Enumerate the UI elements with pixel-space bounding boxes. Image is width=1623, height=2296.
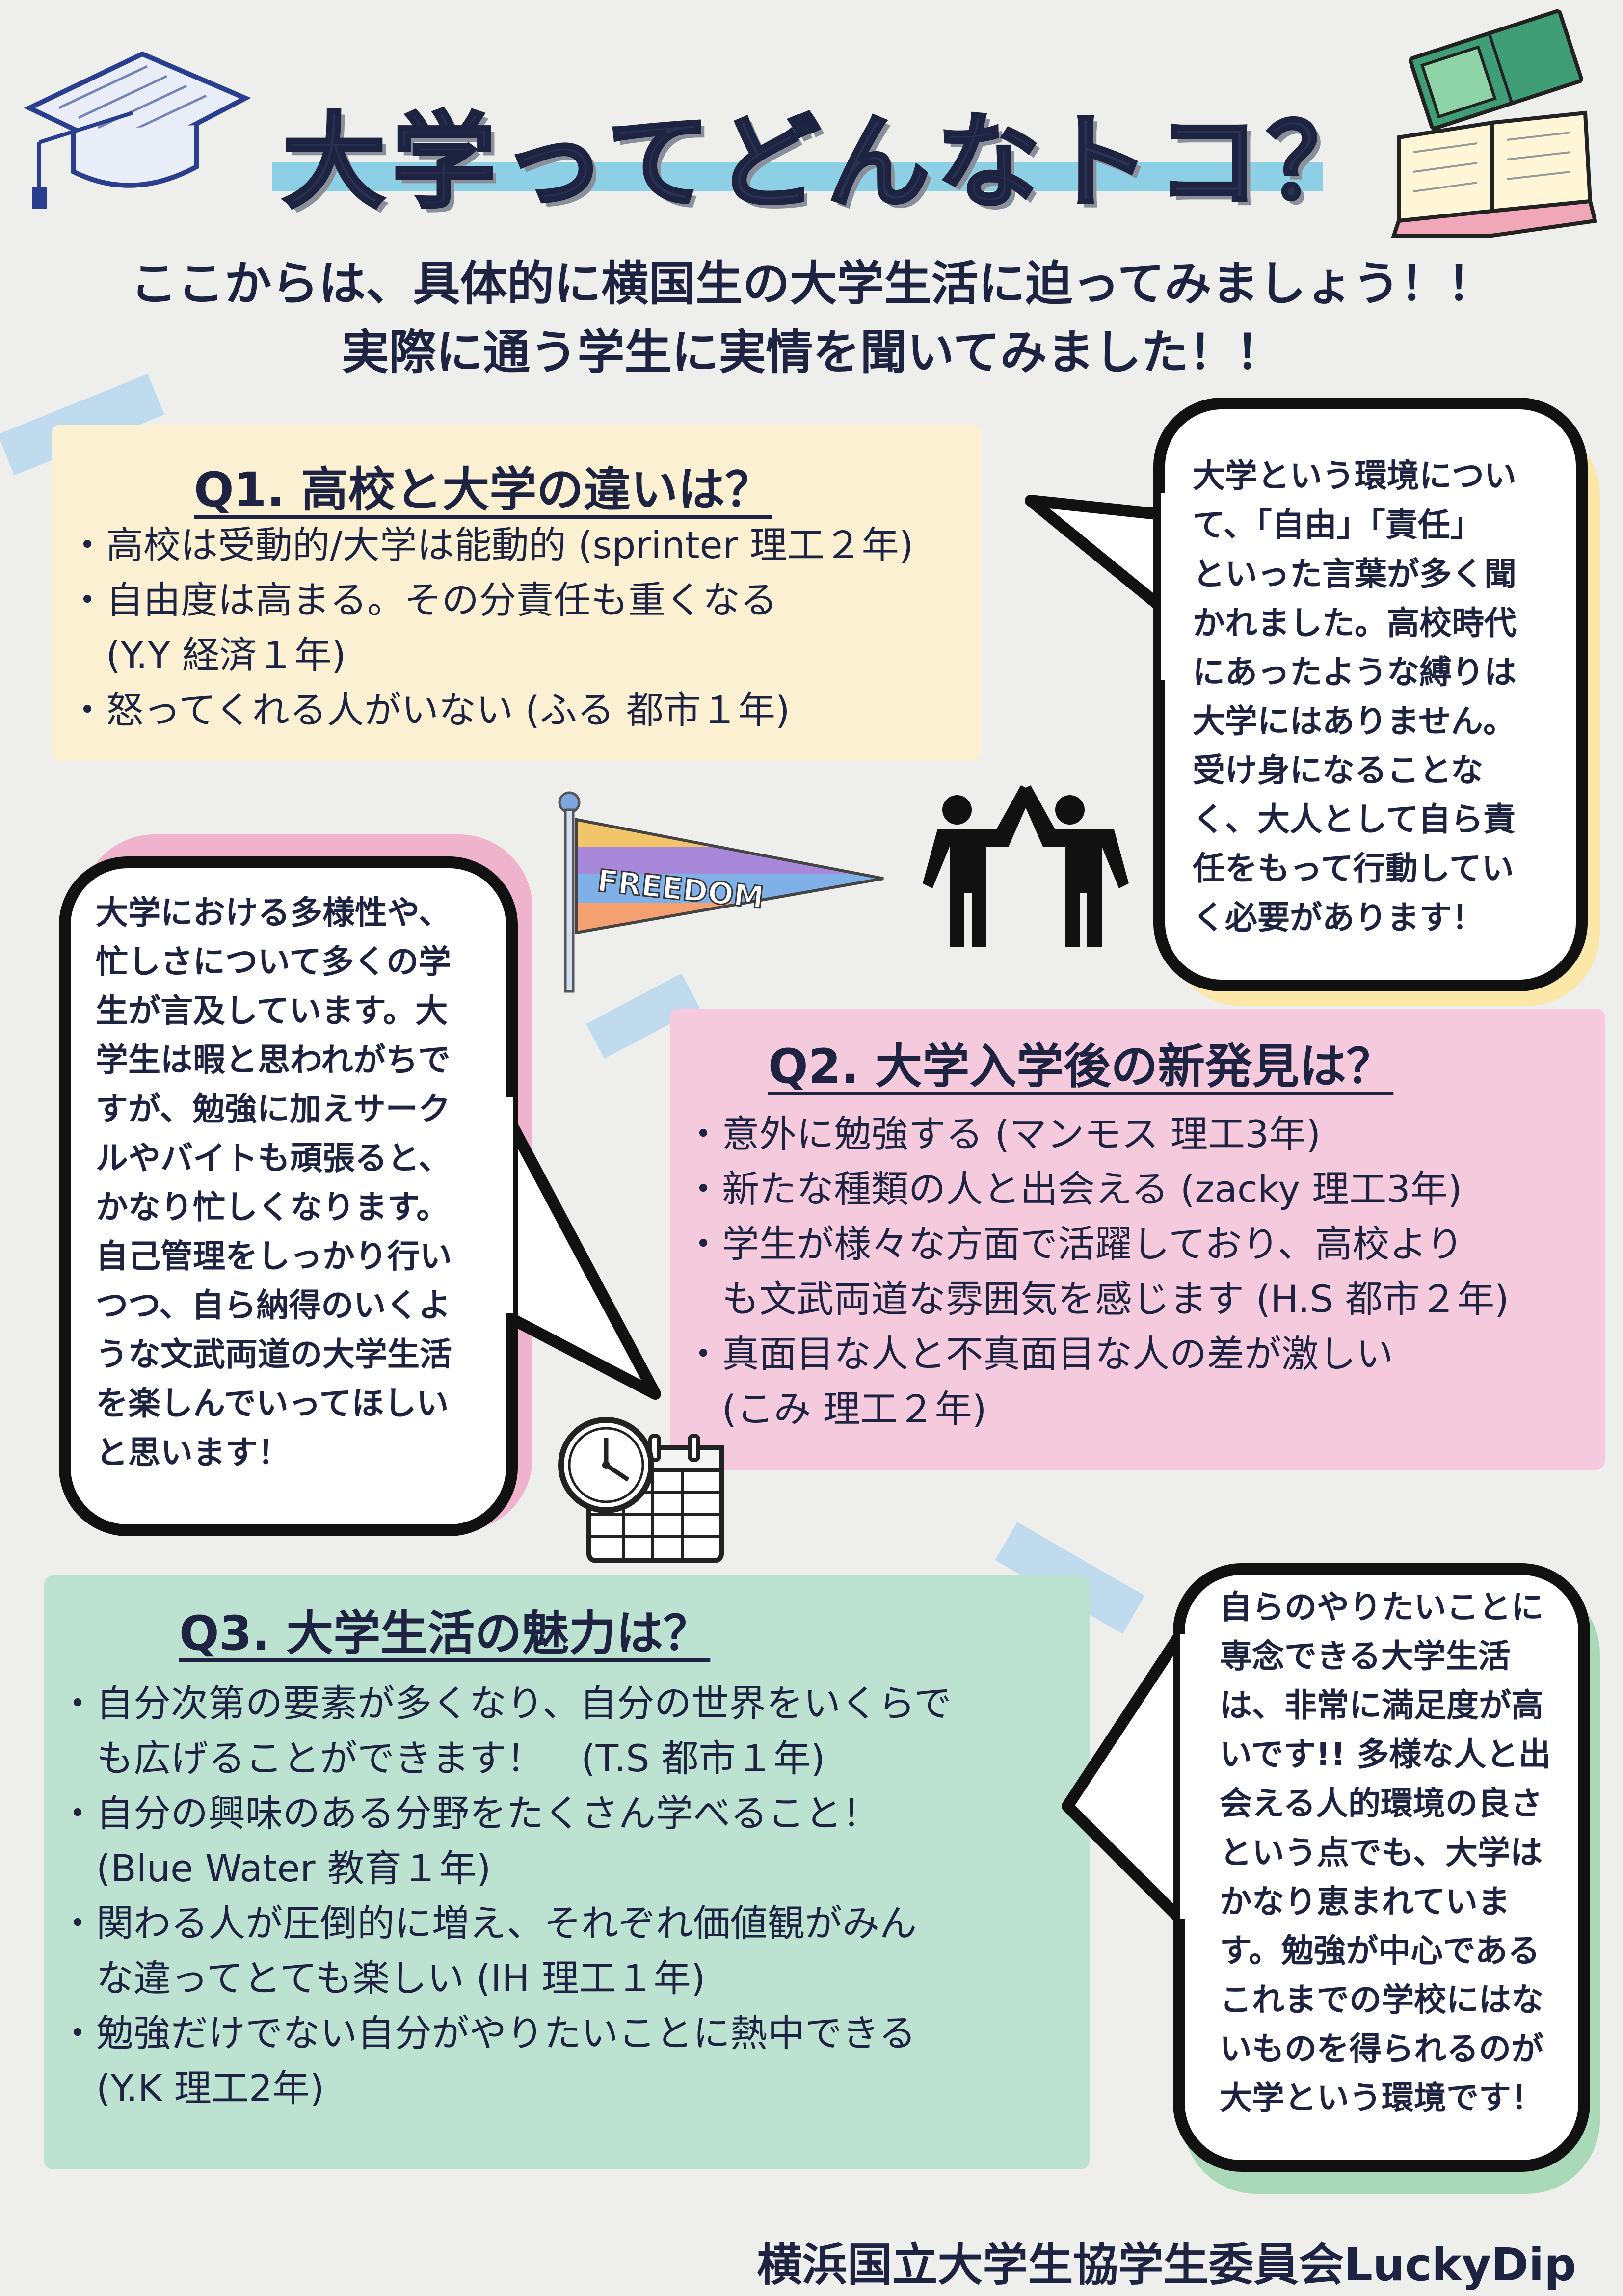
graduation-cap-icon <box>24 51 251 209</box>
bubble-line: ルやバイトも頑張ると、 <box>96 1139 451 1177</box>
q2-answer-line: ・真面目な人と不真面目な人の差が激しい <box>685 1332 1393 1376</box>
q2-answer-line: ・新たな種類の人と出会える (zacky 理工3年) <box>685 1167 1463 1211</box>
q3-answers: ・自分次第の要素が多くなり、自分の世界をいくらで も広げることができます！ (T… <box>59 1676 952 2116</box>
q2-speech-bubble <box>59 856 518 1536</box>
bubble-line: かなり恵まれていま <box>1220 1883 1511 1921</box>
books-icon <box>1391 9 1597 238</box>
bubble-line: く必要があります！ <box>1193 899 1484 936</box>
q1-answer-line: ・怒ってくれる人がいない (ふる 都市１年) <box>69 688 790 732</box>
bubble-line: いものを得られるのが <box>1220 2030 1543 2068</box>
bubble-line: といった言葉が多く聞 <box>1193 555 1517 593</box>
bubble-line: 専念できる大学生活 <box>1220 1637 1511 1675</box>
bubble-line: は、非常に満足度が高 <box>1220 1686 1543 1724</box>
bubble-line: す。勉強が中心である <box>1220 1932 1540 1970</box>
q3-answer-line: も広げることができます！ (T.S 都市１年) <box>59 1736 825 1780</box>
q3-answer-line: な違ってとても楽しい (IH 理工１年) <box>59 1956 706 2000</box>
bubble-tail-cover <box>1161 493 1180 680</box>
q2-answer-line: ・意外に勉強する (マンモス 理工3年) <box>685 1112 1321 1156</box>
bubble-line: いです!! 多様な人と出 <box>1220 1735 1551 1773</box>
bubble-line: 任をもって行動してい <box>1193 850 1514 887</box>
q3-answer-line: ・勉強だけでない自分がやりたいことに熱中できる <box>59 2011 916 2055</box>
q3-bubble-text: 自らのやりたいことに 専念できる大学生活 は、非常に満足度が高 いです!! 多様… <box>1220 1583 1551 2123</box>
bubble-line: 会える人的環境の良さ <box>1220 1785 1543 1822</box>
bubble-line: て、「自由」「責任」 <box>1193 506 1483 544</box>
q3-answer-line: ・自分次第の要素が多くなり、自分の世界をいくらで <box>59 1682 952 1725</box>
bubble-line: これまでの学校にはな <box>1220 1981 1543 2019</box>
q2-answer-line: ・学生が様々な方面で活躍しており、高校より <box>685 1222 1463 1266</box>
q3-heading: Q3. 大学生活の魅力は？ <box>179 1606 711 1661</box>
title-highlight <box>272 162 1323 191</box>
bubble-line: を楽しんでいってほしい <box>96 1385 449 1422</box>
q1-bubble-text: 大学という環境につい て、「自由」「責任」 といった言葉が多く聞 かれました。高… <box>1193 452 1517 942</box>
q3-answer-line: ・関わる人が圧倒的に増え、それぞれ価値観がみん <box>59 1901 917 1945</box>
intro-line-1: ここからは、具体的に横国生の大学生活に迫ってみましょう！！ <box>130 256 1494 311</box>
q1-answer-line: ・高校は受動的/大学は能動的 (sprinter 理工２年) <box>69 523 914 567</box>
bubble-line: 学生は暇と思われがちで <box>96 1041 451 1079</box>
clock-calendar-icon <box>558 1417 724 1563</box>
bubble-line: 大学における多様性や、 <box>96 894 452 932</box>
q3-answer-line: (Blue Water 教育１年) <box>59 1846 491 1890</box>
freedom-flag-icon: FREEDOM <box>558 791 884 993</box>
footer-credit: 横浜国立大学生協学生委員会LuckyDip <box>757 2239 1576 2291</box>
bubble-line: うな文武両道の大学生活 <box>96 1335 452 1373</box>
q1-answer-line: ・自由度は高まる。その分責任も重くなる <box>69 578 777 622</box>
q1-answers: ・高校は受動的/大学は能動的 (sprinter 理工２年) ・自由度は高まる。… <box>69 518 913 738</box>
q3-panel <box>44 1575 1090 2169</box>
q2-bubble-text: 大学における多様性や、 忙しさについて多くの学 生が言及しています。大 学生は暇… <box>96 888 452 1477</box>
bubble-line: という点でも、大学は <box>1220 1834 1543 1871</box>
q1-panel <box>52 425 982 761</box>
q3-answer-line: ・自分の興味のある分野をたくさん学べること！ <box>59 1791 879 1835</box>
bubble-line: かなり忙しくなります。 <box>96 1188 449 1226</box>
bubble-line: 大学という環境です！ <box>1220 2079 1543 2117</box>
high-five-people-icon <box>923 785 1129 947</box>
bubble-line: 自己管理をしっかり行い <box>96 1237 452 1275</box>
bubble-tail-cover <box>1180 1634 1200 1919</box>
bubble-line: 大学にはありません。 <box>1193 702 1516 740</box>
bubble-line: すが、勉強に加えサーク <box>96 1090 451 1128</box>
bubble-line: 大学という環境につい <box>1193 457 1517 495</box>
bubble-line: 生が言及しています。大 <box>96 992 448 1030</box>
intro-line-2: 実際に通う学生に実情を聞いてみました！！ <box>342 325 1283 380</box>
q2-panel <box>670 1009 1605 1470</box>
q1-heading: Q1. 高校と大学の違いは？ <box>194 462 772 517</box>
q2-answer-line: も文武両道な雰囲気を感じます (H.S 都市２年) <box>685 1277 1509 1321</box>
q3-speech-bubble <box>1173 1563 1590 2172</box>
bubble-line: 忙しさについて多くの学 <box>96 943 452 981</box>
bubble-line: にあったような縛りは <box>1193 653 1517 691</box>
bubble-line: く、大人として自ら責 <box>1193 801 1516 838</box>
q2-answer-line: (こみ 理工２年) <box>685 1387 987 1431</box>
bubble-line: 受け身になることな <box>1193 751 1484 789</box>
q2-answers: ・意外に勉強する (マンモス 理工3年) ・新たな種類の人と出会える (zack… <box>685 1107 1509 1437</box>
q1-speech-bubble <box>1153 398 1588 991</box>
page-title: 大学ってどんなトコ？ <box>281 101 1377 224</box>
q3-bubble-tail <box>1062 1629 1186 1925</box>
bubble-line: 自らのやりたいことに <box>1220 1588 1543 1626</box>
bubble-line: つつ、自ら納得のいくよ <box>96 1286 451 1324</box>
bubble-tail-cover <box>493 1097 513 1313</box>
q1-answer-line: (Y.Y 経済１年) <box>69 633 346 677</box>
q2-heading: Q2. 大学入学後の新発見は？ <box>768 1039 1394 1094</box>
bubble-line: かれました。高校時代 <box>1193 604 1517 642</box>
bubble-line: と思います！ <box>96 1434 290 1471</box>
q3-answer-line: (Y.K 理工2年) <box>59 2066 324 2110</box>
